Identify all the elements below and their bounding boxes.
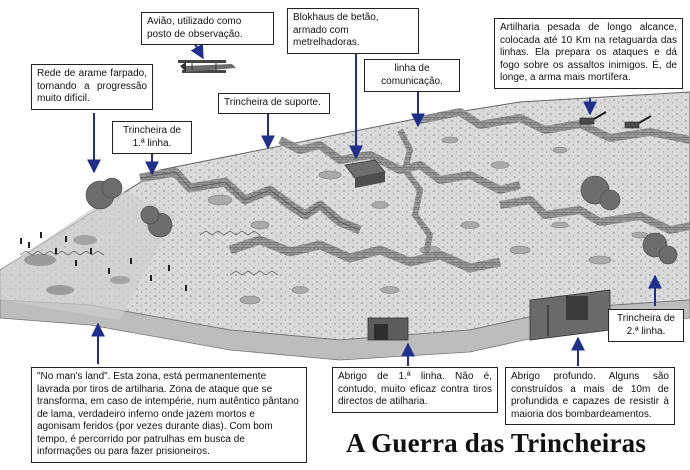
airplane (178, 60, 236, 73)
no-mans-land-area (0, 190, 175, 320)
trees (85, 175, 678, 265)
label-first-line-shelter: Abrigo de 1.ª linha. Não é, contudo, mui… (332, 367, 498, 413)
label-blockhouse: Blokhaus de betão, armado com metrelhado… (287, 8, 419, 54)
support-trench (228, 136, 521, 273)
label-artillery: Artilharia pesada de longo alcance, colo… (494, 18, 683, 89)
artillery-guns (579, 111, 652, 129)
arrows (87, 42, 662, 366)
label-barbed-wire: Rede de arame farpado, tornando a progre… (31, 64, 153, 110)
label-deep-shelter: Abrigo profundo. Alguns são construídos … (505, 367, 675, 425)
page-title: A Guerra das Trincheiras (346, 428, 647, 458)
soldiers (20, 232, 187, 291)
deep-shelter (529, 289, 611, 341)
second-line-trench (419, 108, 690, 234)
communication-trench (397, 128, 433, 259)
label-communication-trench: linha de comunicação. (364, 59, 460, 92)
first-line-shelter (367, 317, 409, 341)
label-first-line-trench: Trincheira de 1.ª linha. (112, 121, 192, 154)
label-airplane: Avião, utilizado como posto de observaçã… (141, 12, 274, 45)
label-support-trench: Trincheira de suporte. (218, 93, 330, 114)
blockhouse (344, 159, 386, 188)
first-line-trench (139, 167, 362, 235)
label-no-mans-land: "No man's land". Esta zona, está permane… (31, 367, 307, 463)
label-second-line-trench: Trincheira de 2.ª linha. (608, 309, 684, 342)
arrow-airplane (190, 43, 204, 60)
shell-craters (207, 136, 649, 305)
